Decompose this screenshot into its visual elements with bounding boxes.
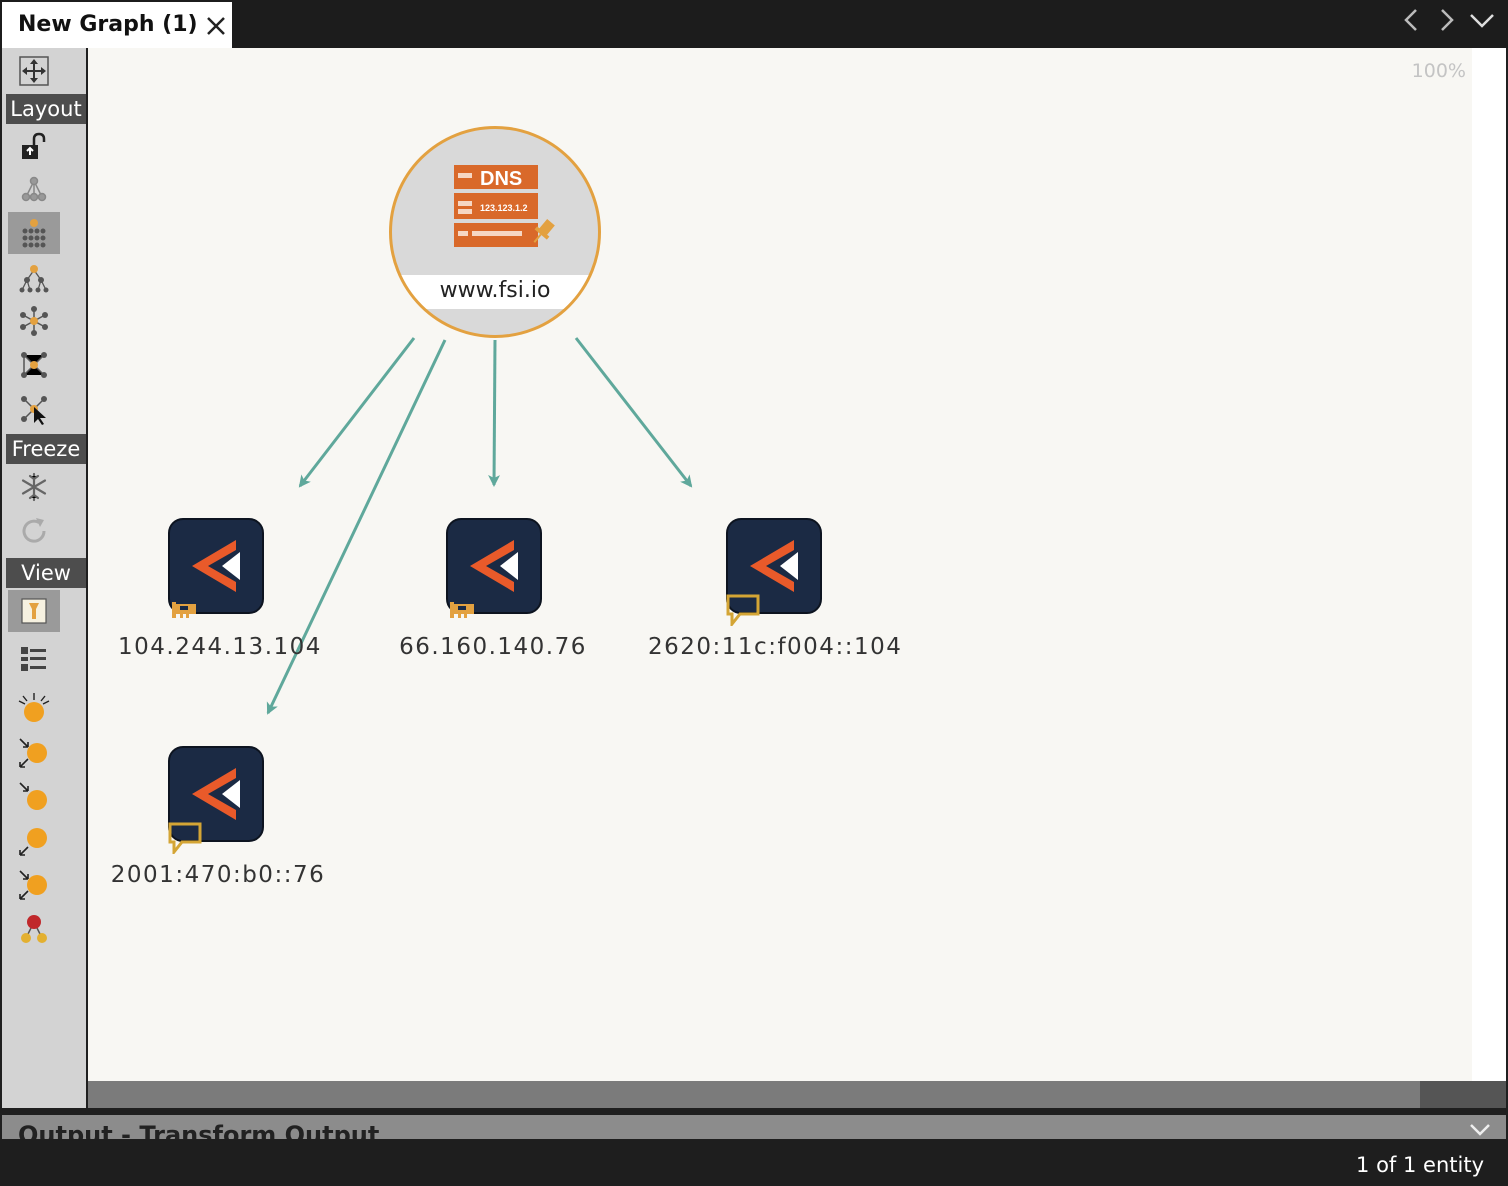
view-incoming-button[interactable] [8, 732, 60, 774]
refresh-layout-button[interactable] [8, 510, 60, 552]
close-icon[interactable] [204, 14, 228, 38]
layout-block-button[interactable] [8, 168, 60, 210]
ip-node-label: 66.160.140.76 [399, 634, 587, 660]
dns-icon-text: DNS [480, 168, 522, 190]
outgoing-arrow-icon [19, 828, 47, 856]
layout-hierarchical-button[interactable] [8, 258, 60, 300]
ip-node-label: 2620:11c:f004::104 [648, 634, 903, 660]
entity-view-icon [21, 598, 47, 624]
view-entity-button[interactable] [8, 590, 60, 632]
network-card-icon [450, 602, 474, 618]
ip-node[interactable] [726, 518, 826, 626]
edge-to-2001-470-b0-76[interactable] [266, 339, 447, 715]
edge-to-104-244-13-104[interactable] [298, 337, 416, 488]
freeze-section-label: Freeze [6, 434, 86, 464]
pin-icon [533, 219, 555, 243]
layout-circular-button[interactable] [8, 300, 60, 342]
refresh-icon [22, 518, 46, 543]
ip-node-label: 2001:470:b0::76 [110, 862, 326, 888]
organic-layout-icon [21, 352, 47, 378]
canvas-right-margin [1472, 48, 1506, 1081]
dns-node[interactable]: DNS 123.123.1.2 www.fsi.io [389, 126, 601, 338]
zoom-level: 100% [1411, 60, 1466, 82]
scrollbar-corner [1420, 1081, 1506, 1108]
circular-layout-icon [20, 306, 48, 336]
grid-layout-icon [22, 219, 46, 248]
layout-organic-button[interactable] [8, 344, 60, 386]
status-bar: 1 of 1 entity [0, 1140, 1508, 1186]
chevron-right-icon[interactable] [1432, 6, 1460, 34]
graph-canvas[interactable]: 100% DNS 123.123.1.2 [88, 48, 1472, 1081]
ip-node[interactable] [168, 518, 268, 618]
view-section-label: View [6, 558, 86, 588]
output-panel-header[interactable]: Output - Transform Output [2, 1115, 1506, 1139]
ranked-nodes-icon [21, 915, 47, 943]
snowflake-icon [21, 472, 47, 502]
layout-interactive-button[interactable] [8, 388, 60, 430]
chevron-left-icon[interactable] [1398, 6, 1426, 34]
view-bubble-button[interactable] [8, 688, 60, 730]
edge-to-66-160-140-76[interactable] [488, 339, 501, 487]
interactive-layout-icon [21, 396, 47, 425]
move-arrows-icon [19, 56, 49, 86]
layout-section-label: Layout [6, 94, 86, 124]
dns-node-label: www.fsi.io [439, 278, 551, 303]
output-panel-title: Output - Transform Output [18, 1121, 380, 1139]
view-outgoing-button[interactable] [8, 820, 60, 862]
ip-node[interactable] [168, 746, 268, 854]
chevron-down-icon[interactable] [1468, 6, 1496, 34]
both-links-icon [19, 870, 47, 900]
dns-label-band [392, 275, 598, 309]
ip-address-icon [168, 746, 264, 842]
pan-move-button[interactable] [8, 50, 60, 92]
edge-to-2620-11c-f004-104[interactable] [574, 337, 693, 488]
tab-title: New Graph (1) [18, 12, 198, 37]
tab-bar: New Graph (1) [0, 0, 1508, 48]
dns-server-icon: DNS 123.123.1.2 [454, 165, 555, 247]
chevron-down-icon[interactable] [1468, 1121, 1492, 1137]
ip-node[interactable] [446, 518, 546, 618]
view-both-button[interactable] [8, 864, 60, 906]
comment-icon [168, 822, 202, 854]
ip-address-icon [168, 518, 264, 614]
bubble-view-icon [18, 693, 50, 722]
ip-address-icon [446, 518, 542, 614]
unlock-icon [22, 132, 46, 159]
graph-edges [266, 337, 693, 715]
unlock-layout-button[interactable] [8, 126, 60, 168]
list-icon [21, 647, 46, 671]
entity-count: 1 of 1 entity [1356, 1153, 1484, 1177]
graph-toolbar: Layout [2, 48, 86, 1108]
hierarchy-icon [19, 265, 49, 293]
incoming-arrow-icon [19, 782, 47, 810]
ip-address-icon [726, 518, 822, 614]
network-card-icon [172, 602, 196, 618]
view-list-button[interactable] [8, 638, 60, 680]
layout-grid-button[interactable] [8, 212, 60, 254]
dns-icon-ip: 123.123.1.2 [480, 203, 528, 213]
ip-node-label: 104.244.13.104 [118, 634, 322, 660]
tab-new-graph[interactable]: New Graph (1) [2, 2, 232, 48]
graph-layout-icon [21, 176, 47, 202]
comment-icon [726, 594, 760, 626]
freeze-button[interactable] [8, 466, 60, 508]
incoming-links-icon [19, 738, 47, 768]
view-ranked-button[interactable] [8, 908, 60, 950]
horizontal-scrollbar[interactable] [88, 1081, 1420, 1108]
view-incoming-only-button[interactable] [8, 776, 60, 818]
